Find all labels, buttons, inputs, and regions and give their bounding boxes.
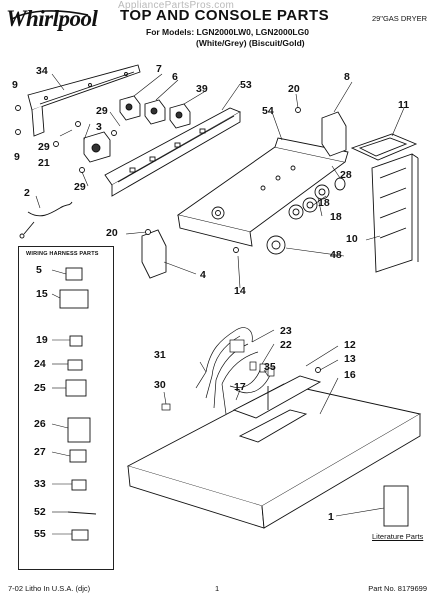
callout-number: 39 [196,83,208,95]
callout-number: 2 [24,187,30,199]
callout-number: 8 [344,71,350,83]
callout-number: 4 [200,269,206,281]
callout-number: 12 [344,339,356,351]
models-line: For Models: LGN2000LW0, LGN2000LG0 [146,27,309,37]
callout-number: 29 [96,105,108,117]
harness-callout-number: 26 [34,418,46,430]
dryer-top-panel [126,375,422,529]
callout-number: 16 [344,369,356,381]
callout-number: 48 [330,249,342,261]
product-label: 29"GAS DRYER [371,14,427,23]
callout-number: 1 [328,511,334,523]
callout-number: 22 [280,339,292,351]
main-wire-harness [161,327,275,415]
harness-callout-number: 25 [34,382,46,394]
callout-number: 28 [340,169,352,181]
harness-inset-title: WIRING HARNESS PARTS [26,251,99,257]
whirlpool-logo-swoosh-icon [11,10,89,20]
callout-number: 29 [38,141,50,153]
callout-number: 35 [264,361,276,373]
callout-number: 6 [172,71,178,83]
control-knobs [266,177,346,255]
rear-bracket-part [27,64,141,137]
callout-number: 9 [14,151,20,163]
callout-number: 14 [234,285,246,297]
callout-number: 17 [234,381,246,393]
callout-number: 18 [330,211,342,223]
harness-callout-number: 27 [34,446,46,458]
watermark-text: AppliancePartsPros.com [118,0,235,11]
callout-number: 13 [344,353,356,365]
harness-callout-number: 24 [34,358,46,370]
callout-number: 34 [36,65,48,77]
callout-number: 53 [240,79,252,91]
callout-number: 23 [280,325,292,337]
harness-callout-number: 33 [34,478,46,490]
harness-callout-number: 52 [34,506,46,518]
timer-part [83,131,111,163]
footer-litho: 7-02 Litho In U.S.A. (djc) [8,584,91,593]
callout-number: 31 [154,349,166,361]
callout-number: 3 [96,121,102,133]
callout-number: 54 [262,105,274,117]
callout-number: 7 [156,63,162,75]
leader-lines [35,73,405,535]
console-end-caps [141,111,347,279]
harness-callout-number: 19 [36,334,48,346]
callout-number: 18 [318,197,330,209]
console-rear-panel [104,107,242,197]
ground-wire [19,201,73,239]
push-switches [119,95,191,129]
harness-callout-number: 55 [34,528,46,540]
footer-page-number: 1 [215,584,220,593]
brand-logo: Whirlpool [6,6,98,31]
footer-part-number: Part No. 8179699 [368,584,427,593]
callout-number: 21 [38,157,50,169]
harness-callout-number: 15 [36,288,48,300]
callout-number: 30 [154,379,166,391]
callout-number: 9 [12,79,18,91]
callout-number: 10 [346,233,358,245]
callout-number: 11 [398,99,410,111]
harness-callout-number: 5 [36,264,42,276]
variants-line: (White/Grey) (Biscuit/Gold) [196,38,305,48]
screws [15,105,321,373]
lint-screen-housing [350,133,419,273]
callout-number: 29 [74,181,86,193]
callout-number: 20 [288,83,300,95]
literature-booklet [383,485,409,527]
wiring-harness-inset [18,246,114,570]
literature-parts-label: Literature Parts [372,532,424,541]
harness-inset-parts [59,267,97,541]
page-title: TOP AND CONSOLE PARTS [120,7,330,24]
callout-number: 20 [106,227,118,239]
